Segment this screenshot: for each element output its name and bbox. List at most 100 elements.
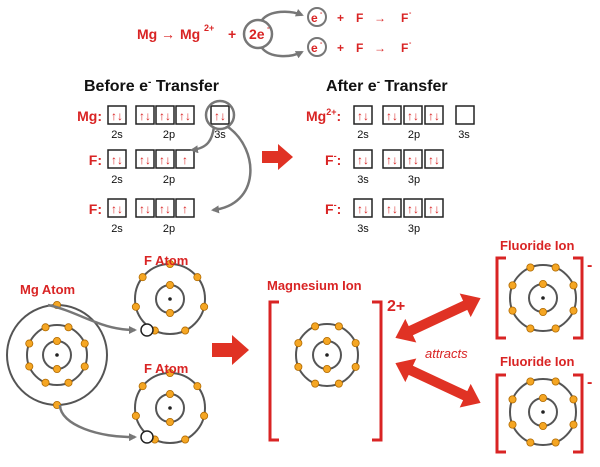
svg-text:-: - bbox=[320, 10, 323, 17]
orbital-box: ↑↓ bbox=[210, 105, 230, 125]
electron-arrows: ↑↓ bbox=[407, 109, 419, 123]
electron bbox=[80, 362, 89, 371]
orbital-box-outline bbox=[403, 149, 423, 169]
electron bbox=[569, 420, 578, 429]
electron bbox=[181, 326, 190, 335]
electron bbox=[138, 382, 147, 391]
equation-line-2: e - + F → F - bbox=[307, 37, 412, 57]
orbital-box-outline bbox=[353, 105, 373, 125]
electron-arrows: ↑↓ bbox=[111, 153, 123, 167]
orbital-box: ↑↓ bbox=[155, 198, 175, 218]
subshell-label: 2s bbox=[111, 129, 123, 141]
electron bbox=[131, 302, 140, 311]
transferred-electron-slot bbox=[140, 323, 154, 337]
attraction-arrow-top bbox=[395, 293, 481, 343]
orbital-box: ↑↓ bbox=[353, 149, 373, 169]
electron bbox=[526, 438, 535, 447]
magnesium-ion-label: Magnesium Ion bbox=[267, 278, 362, 293]
electron bbox=[53, 336, 62, 345]
orbital-box-outline bbox=[107, 105, 127, 125]
fluoride-ion-label-bottom: Fluoride Ion bbox=[500, 354, 574, 369]
orbital-box-outline bbox=[155, 149, 175, 169]
before-row-label: Mg: bbox=[77, 108, 102, 124]
electron-arrows: ↑↓ bbox=[179, 109, 191, 123]
svg-text:→: → bbox=[374, 41, 386, 55]
electron bbox=[508, 420, 517, 429]
orbital-box-outline bbox=[424, 198, 444, 218]
split-arrow-up bbox=[261, 9, 304, 21]
electron bbox=[294, 362, 303, 371]
nucleus bbox=[168, 297, 172, 301]
electron bbox=[193, 273, 202, 282]
orbital-box-outline bbox=[135, 105, 155, 125]
electron bbox=[200, 411, 209, 420]
subshell-label: 2s bbox=[111, 223, 123, 235]
orbital-box: ↑↓ bbox=[135, 149, 155, 169]
electron-arrows: ↑↓ bbox=[139, 153, 151, 167]
before-row-label: F: bbox=[89, 201, 102, 217]
electron-symbol: e bbox=[311, 11, 318, 25]
before-row-label: F: bbox=[89, 152, 102, 168]
subshell-label: 3p bbox=[408, 174, 420, 186]
electron bbox=[165, 417, 174, 426]
split-arrow-down bbox=[261, 47, 304, 59]
fluoride-charge-top: - bbox=[587, 257, 592, 274]
orbital-box-outline bbox=[455, 105, 475, 125]
fluoride-ion-top bbox=[508, 263, 578, 333]
before-title: Before e- Transfer bbox=[84, 77, 219, 95]
electron-arrows: ↑↓ bbox=[159, 109, 171, 123]
electron-arrows: ↑↓ bbox=[214, 109, 226, 123]
svg-text:F: F bbox=[356, 11, 363, 25]
after-row-label: F-: bbox=[325, 200, 341, 217]
electron bbox=[569, 395, 578, 404]
fluoride-bracket-right-bottom bbox=[573, 373, 584, 454]
equation-arrow: → bbox=[161, 26, 175, 42]
electron bbox=[200, 302, 209, 311]
orbital-box-outline bbox=[107, 149, 127, 169]
orbital-box: ↑↓ bbox=[424, 105, 444, 125]
orbital-box: ↑↓ bbox=[353, 198, 373, 218]
fluoride-charge-bottom: - bbox=[587, 374, 592, 391]
orbital-box-outline bbox=[424, 149, 444, 169]
electron bbox=[53, 364, 62, 373]
subshell-label: 2p bbox=[163, 174, 175, 186]
electron-arrows: ↑ bbox=[182, 153, 188, 167]
electron-arrows: ↑↓ bbox=[428, 202, 440, 216]
electron bbox=[334, 322, 343, 331]
nucleus bbox=[55, 353, 59, 357]
electron-shell bbox=[509, 264, 577, 332]
electron bbox=[526, 377, 535, 386]
attracts-label: attracts bbox=[425, 346, 468, 361]
orbital-box: ↑↓ bbox=[403, 149, 423, 169]
subshell-label: 2s bbox=[357, 129, 369, 141]
transfer-arrow-to-f2 bbox=[211, 125, 252, 214]
electron bbox=[165, 389, 174, 398]
orbital-box: ↑↓ bbox=[135, 105, 155, 125]
orbital-box: ↑↓ bbox=[424, 149, 444, 169]
subshell-label: 2s bbox=[111, 174, 123, 186]
transferred-electron-slot bbox=[140, 430, 154, 444]
equation-mg-ion: Mg bbox=[180, 26, 200, 42]
electron-arrows: ↑↓ bbox=[357, 153, 369, 167]
electron bbox=[322, 336, 331, 345]
electron bbox=[508, 395, 517, 404]
f-atom-label-bottom: F Atom bbox=[144, 361, 188, 376]
orbital-box: ↑↓ bbox=[353, 105, 373, 125]
electron-arrows: ↑↓ bbox=[111, 109, 123, 123]
electron bbox=[25, 339, 34, 348]
mg-atom-label: Mg Atom bbox=[20, 282, 75, 297]
electron-symbol: e bbox=[311, 41, 318, 55]
electron-arrows: ↑↓ bbox=[159, 202, 171, 216]
electron-arrows: ↑↓ bbox=[407, 202, 419, 216]
transfer-result-arrow bbox=[262, 144, 293, 170]
orbital-box-outline bbox=[107, 198, 127, 218]
electron bbox=[25, 362, 34, 371]
subshell-label: 2p bbox=[408, 129, 420, 141]
orbital-box-outline bbox=[135, 149, 155, 169]
electron bbox=[41, 323, 50, 332]
fluoride-bracket-right-top bbox=[573, 256, 584, 340]
after-row-label: F-: bbox=[325, 151, 341, 168]
orbital-box: ↑ bbox=[175, 149, 195, 169]
electron bbox=[539, 279, 548, 288]
